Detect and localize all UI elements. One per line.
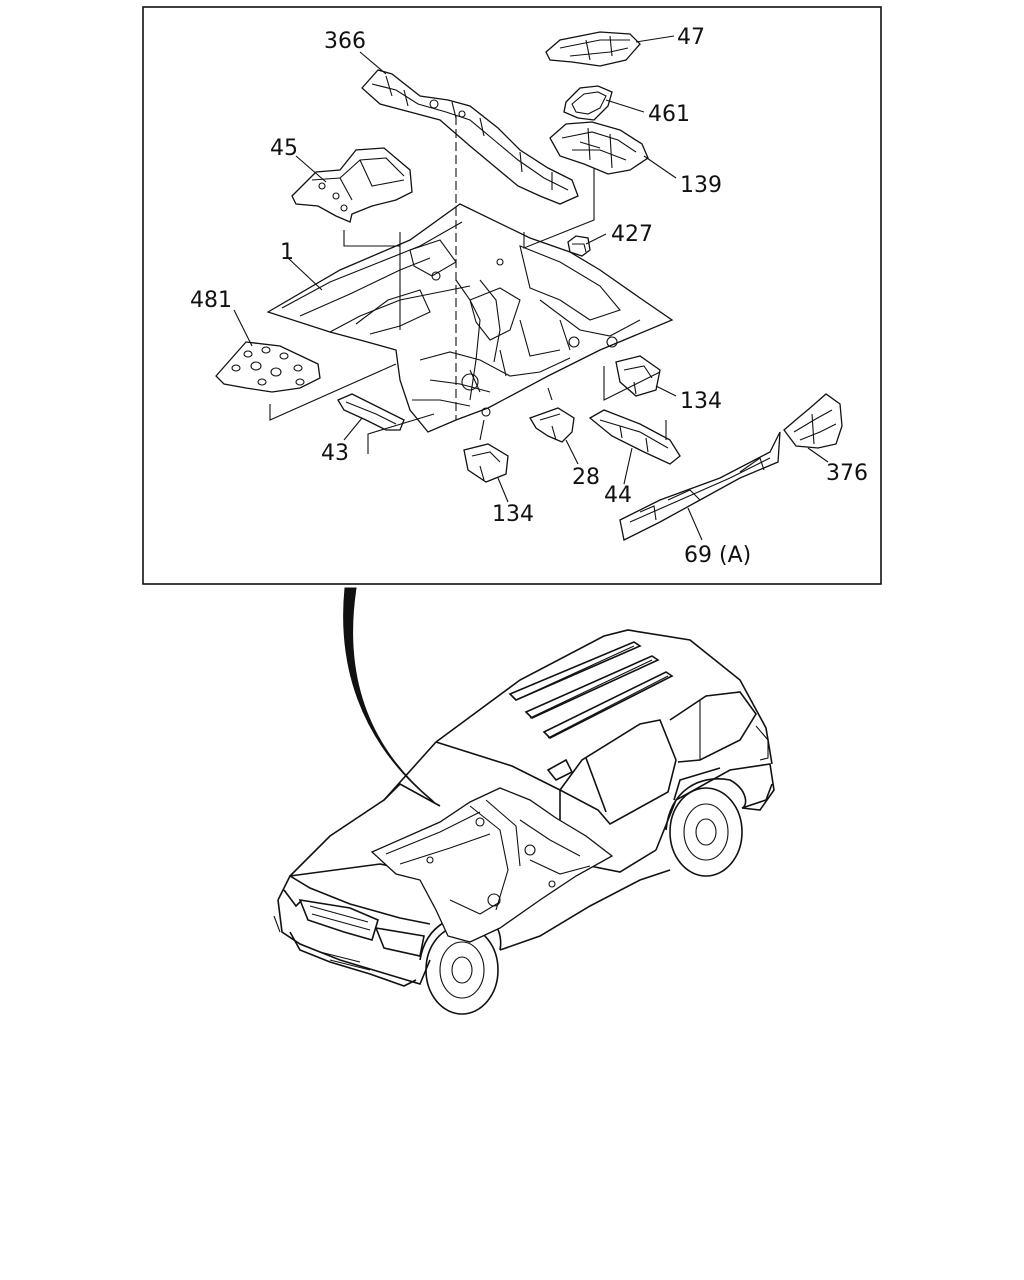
assembly-guide-lines (269, 116, 667, 454)
part-366-cross-member (361, 69, 579, 205)
part-461-seal (563, 85, 613, 121)
part-1-floor-pan (266, 203, 674, 433)
part-28-bracket (529, 407, 575, 443)
connector-arc (343, 587, 437, 805)
part-44-rail (588, 409, 681, 465)
callout-139: 139 (680, 173, 722, 198)
callout-134-right: 134 (680, 389, 722, 414)
callout-45: 45 (270, 136, 298, 161)
part-139-bracket (549, 121, 649, 175)
callout-43: 43 (321, 441, 349, 466)
leader-lines (233, 35, 829, 541)
callout-47: 47 (677, 25, 705, 50)
callout-366: 366 (324, 29, 366, 54)
part-134-bracket-bottom (463, 443, 509, 483)
callout-134-bottom: 134 (492, 502, 534, 527)
callout-427: 427 (611, 222, 653, 247)
callout-1: 1 (280, 240, 294, 265)
callout-481: 481 (190, 288, 232, 313)
part-43-rail (337, 393, 405, 431)
exploded-view-frame (142, 6, 882, 585)
callout-44: 44 (604, 483, 632, 508)
callout-69a: 69 (A) (684, 543, 751, 568)
part-376-panel (783, 393, 843, 449)
callout-28: 28 (572, 465, 600, 490)
part-69-side-sill (619, 431, 781, 541)
callout-461: 461 (648, 102, 690, 127)
part-47-panel (545, 31, 641, 67)
part-481-plate (215, 341, 321, 393)
part-134-bracket-right (615, 355, 661, 397)
callout-376: 376 (826, 461, 868, 486)
vehicle-floor-pan (370, 787, 614, 943)
part-45-bracket (291, 147, 413, 223)
